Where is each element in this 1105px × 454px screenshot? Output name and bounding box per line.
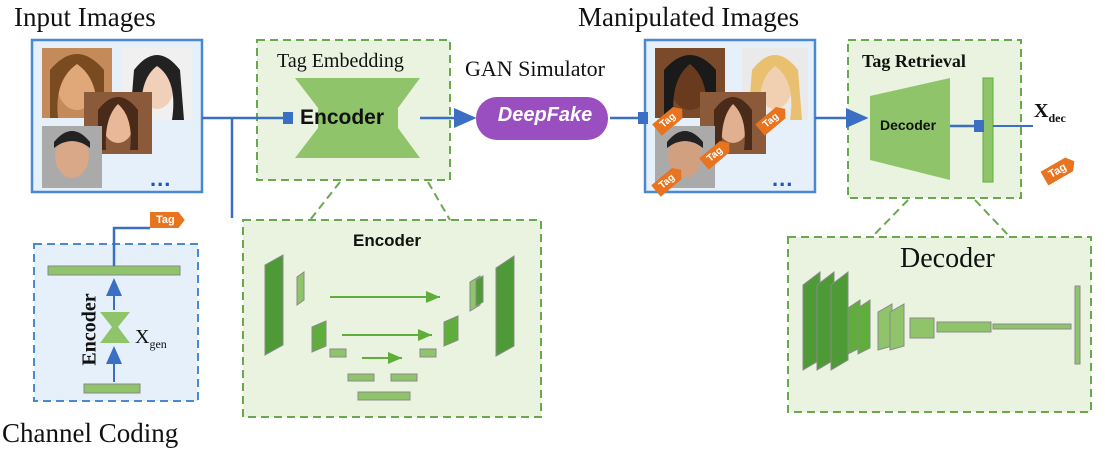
unet-encoder-detail [264,254,515,401]
manipulated-face-1 [655,48,725,118]
tag-embedding-title: Tag Embedding [277,50,404,72]
tag-label-channel: Tag [150,212,185,228]
tag-retrieval-title: Tag Retrieval [862,51,966,71]
input-face-3 [84,92,152,154]
channel-encoder-label: Encoder [78,293,101,366]
x-dec-subscript: dec [1048,111,1066,125]
x-dec-label: Xdec [1034,100,1066,126]
manipulated-images-title: Manipulated Images [578,2,800,32]
channel-hourglass-shape [100,312,130,343]
decoder-zoom-title: Decoder [900,243,995,274]
deepfake-pill [476,97,608,140]
encoder-zoom-title: Encoder [353,231,422,250]
decoder-trapezoid-shape [870,78,950,180]
encoder-zoom-panel [242,219,542,418]
encoder-hourglass-shape [295,78,420,158]
encoder-label: Encoder [300,106,385,129]
flow-channel-to-tag [112,226,150,266]
input-ellipsis: ... [150,166,172,191]
decoder-conv-detail [802,270,1081,371]
input-face-4 [42,126,102,188]
deepfake-label: DeepFake [497,104,593,126]
manipulated-face-4 [655,126,715,188]
channel-bottom-bar [83,383,141,394]
decoder-output-bar [982,77,994,183]
x-gen-base: X [135,326,150,348]
x-dec-base: X [1034,100,1049,122]
channel-coding-title: Channel Coding [2,418,179,448]
channel-top-bar [47,265,181,276]
x-gen-label: Xgen [135,326,167,352]
decoder-label: Decoder [880,117,937,133]
manipulated-ellipsis: ... [772,166,794,191]
gan-simulator-label: GAN Simulator [465,56,605,81]
input-images-title: Input Images [14,2,156,32]
x-gen-subscript: gen [149,337,167,351]
